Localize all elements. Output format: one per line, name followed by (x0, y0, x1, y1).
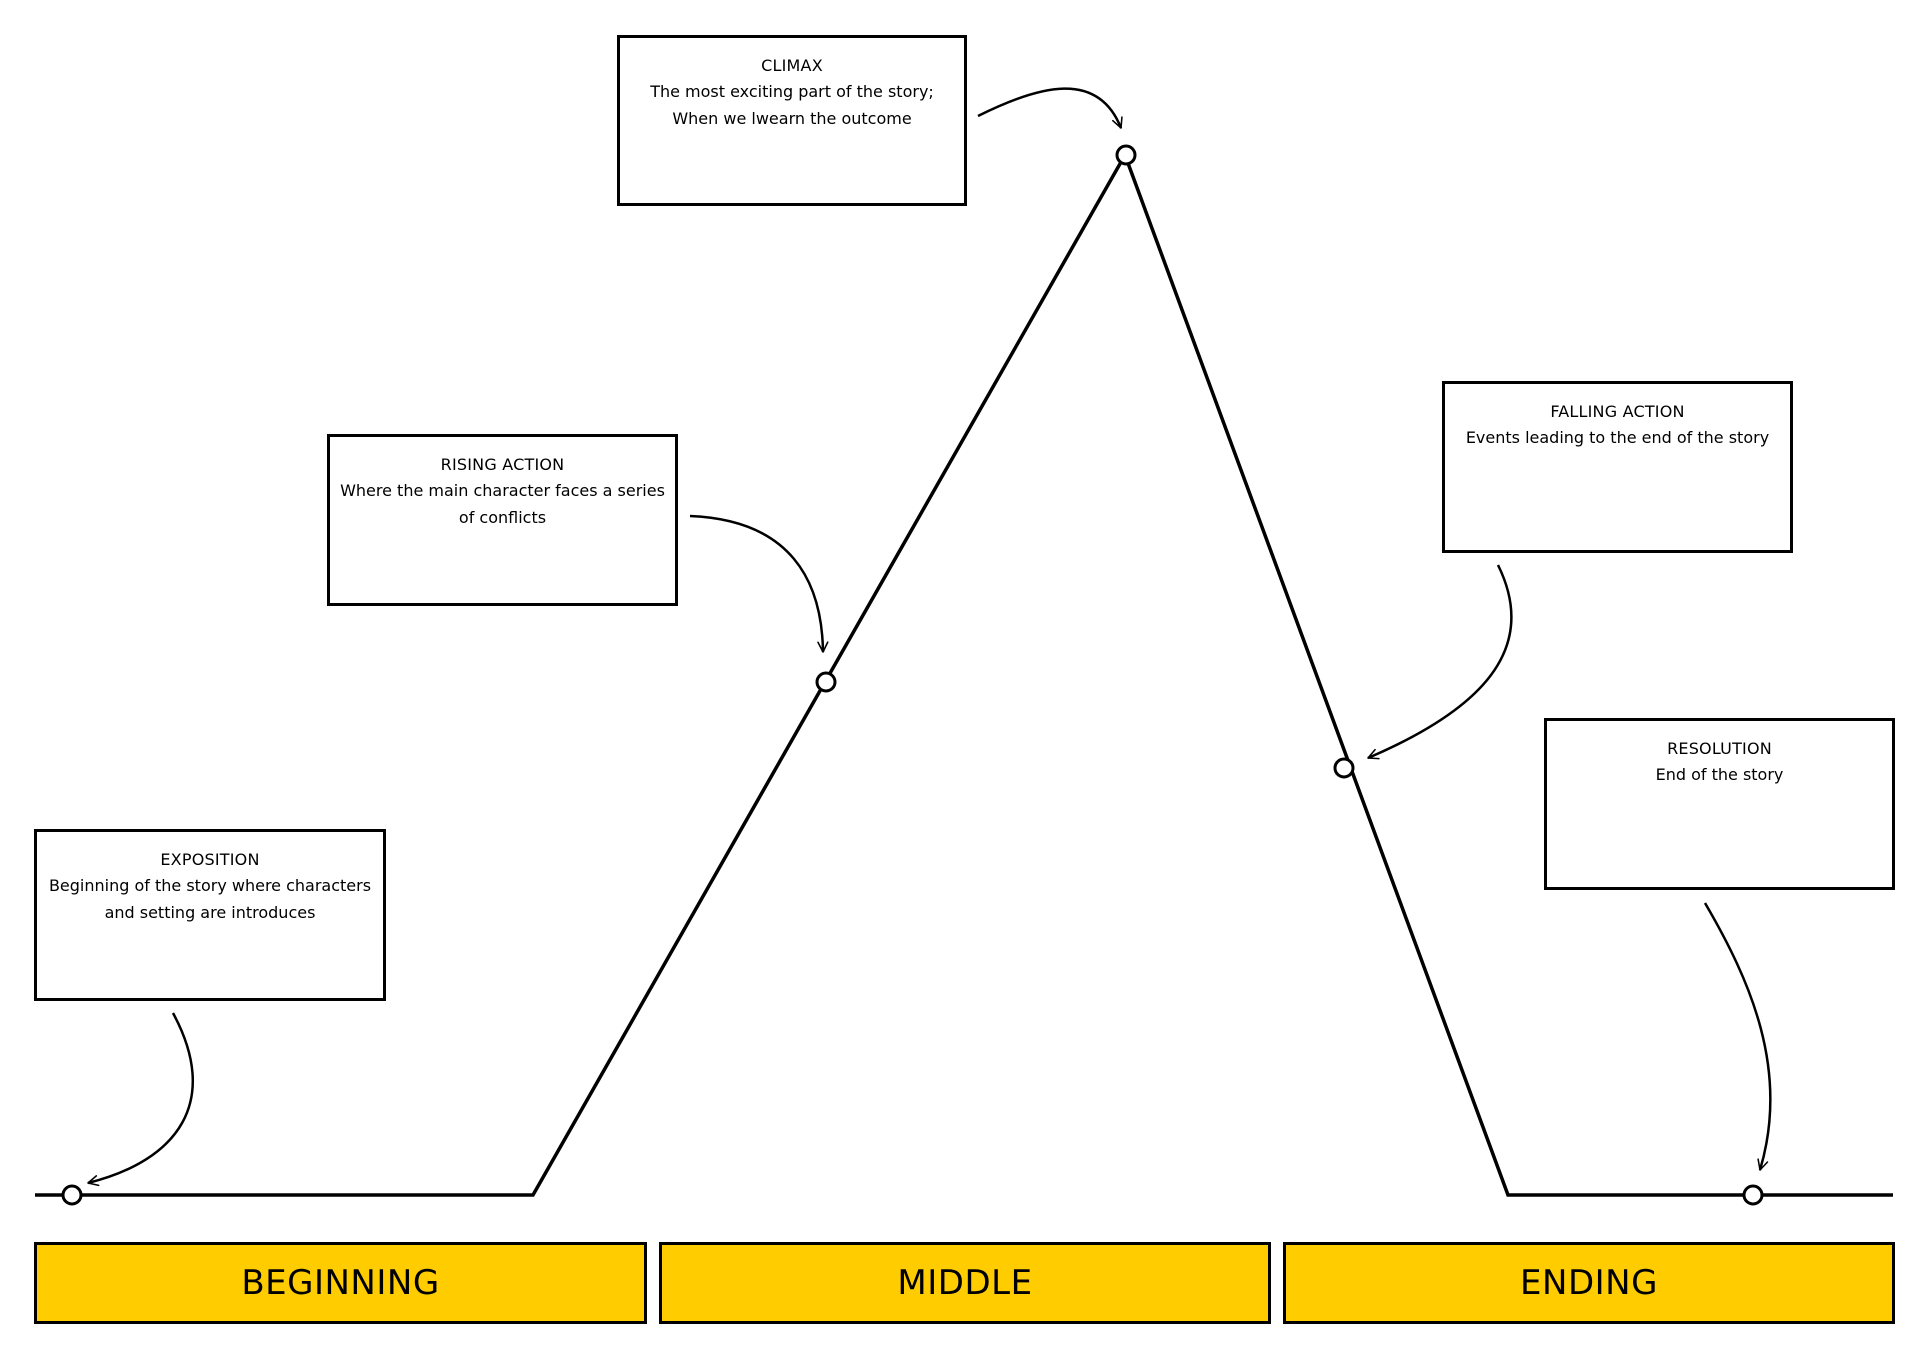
rising-action-arrow (689, 514, 829, 653)
exposition-arrow (87, 1012, 195, 1187)
climax-title: CLIMAX (761, 56, 823, 75)
falling-action-arrow (1367, 564, 1513, 760)
section-ending: ENDING (1283, 1242, 1895, 1324)
section-middle: MIDDLE (659, 1242, 1271, 1324)
falling-action-point (1333, 757, 1355, 779)
falling-action-title: FALLING ACTION (1550, 402, 1685, 421)
climax-description: The most exciting part of the story; Whe… (650, 82, 934, 128)
resolution-description: End of the story (1655, 765, 1784, 784)
resolution-arrow (1703, 902, 1772, 1171)
rising-action-box: RISING ACTION Where the main character f… (327, 434, 678, 606)
climax-arrow (977, 87, 1123, 129)
plot-line (35, 150, 1893, 1197)
exposition-point (61, 1184, 83, 1206)
rising-action-description: Where the main character faces a series … (340, 481, 665, 527)
resolution-box: RESOLUTION End of the story (1544, 718, 1895, 890)
falling-action-box: FALLING ACTION Events leading to the end… (1442, 381, 1793, 553)
climax-point (1115, 144, 1137, 166)
exposition-title: EXPOSITION (160, 850, 260, 869)
exposition-description: Beginning of the story where characters … (48, 876, 372, 922)
climax-box: CLIMAX The most exciting part of the sto… (617, 35, 967, 206)
exposition-box: EXPOSITION Beginning of the story where … (34, 829, 386, 1001)
resolution-point (1742, 1184, 1764, 1206)
falling-action-description: Events leading to the end of the story (1465, 428, 1770, 447)
rising-action-title: RISING ACTION (440, 455, 565, 474)
section-beginning: BEGINNING (34, 1242, 647, 1324)
rising-action-point (815, 671, 837, 693)
resolution-title: RESOLUTION (1667, 739, 1772, 758)
